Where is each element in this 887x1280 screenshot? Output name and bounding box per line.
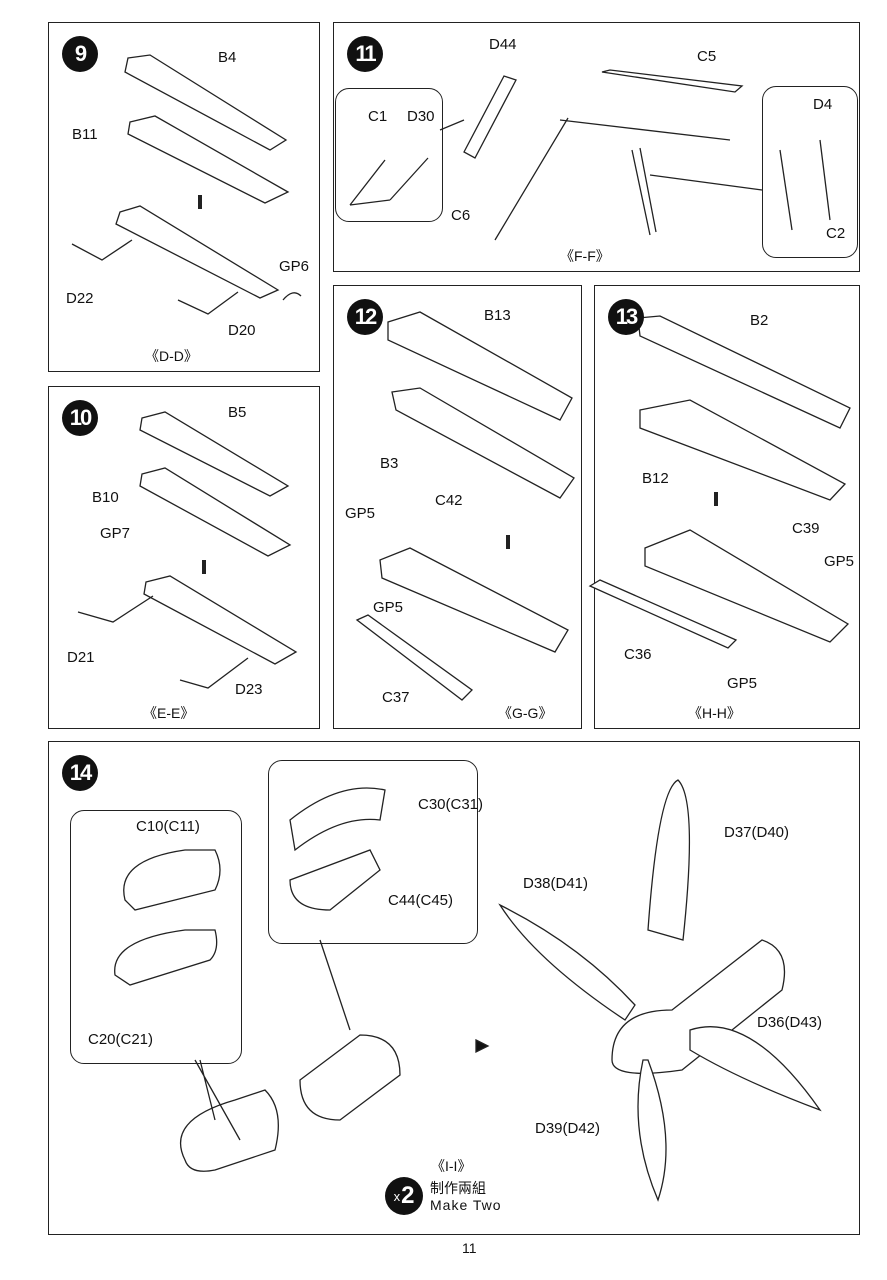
part-label: GP5: [824, 553, 855, 570]
make-two-zh: 制作兩組: [430, 1180, 486, 1196]
step-caption: 《F-F》: [560, 248, 610, 264]
part-c5: [601, 69, 744, 93]
part-label: D37(D40): [724, 824, 790, 841]
part-label: D44: [489, 36, 517, 53]
part-spinner: [611, 939, 786, 1074]
step-caption: 《D-D》: [145, 348, 198, 364]
part-label: GP5: [727, 675, 758, 692]
step-caption: 《I-I》: [431, 1158, 472, 1174]
part-label: C5: [697, 48, 717, 65]
page-number: 11: [462, 1240, 477, 1256]
part-blade-d36: [689, 1026, 822, 1112]
part-label: D4: [813, 96, 833, 113]
part-b3: [391, 387, 575, 499]
part-label: GP6: [279, 258, 310, 275]
part-blade-d39: [637, 1059, 667, 1202]
part-label: C2: [826, 225, 846, 242]
part-wing-12: [379, 547, 569, 653]
part-nacelle: [299, 1034, 401, 1121]
part-label: C10(C11): [136, 818, 200, 835]
step-caption: 《G-G》: [498, 705, 553, 721]
part-label: B11: [72, 126, 98, 143]
step-caption: 《H-H》: [688, 705, 741, 721]
part-c37: [355, 614, 473, 701]
part-label: D38(D41): [523, 875, 589, 892]
part-c10-nose: [123, 849, 221, 911]
part-label: C1: [368, 108, 388, 125]
part-nose-assembled: [180, 1089, 279, 1172]
part-label: D21: [67, 649, 95, 666]
part-label: C30(C31): [418, 796, 484, 813]
part-label: C44(C45): [388, 892, 454, 909]
part-c20-lower: [114, 929, 218, 986]
part-blade-d37: [647, 779, 691, 941]
step-number-11: 11: [347, 36, 383, 72]
step-number-14: 14: [62, 755, 98, 791]
part-label: GP5: [373, 599, 404, 616]
part-c36: [588, 579, 738, 649]
part-wing-lower: [115, 205, 280, 299]
part-b4-wing: [124, 54, 288, 151]
quantity-count: 2: [401, 1182, 415, 1209]
step-number-9: 9: [62, 36, 98, 72]
part-label: GP5: [345, 505, 376, 522]
part-label: C39: [792, 520, 820, 537]
part-b12: [639, 399, 847, 501]
part-label: D30: [407, 108, 435, 125]
part-label: D22: [66, 290, 94, 307]
part-wing-lower-10: [143, 575, 298, 665]
step-number-12: 12: [347, 299, 383, 335]
part-b2: [637, 315, 851, 429]
part-blade-d38: [498, 903, 636, 1021]
part-label: GP7: [100, 525, 131, 542]
make-two-en: Make Two: [430, 1197, 502, 1213]
part-label: C42: [435, 492, 463, 509]
part-label: D39(D42): [535, 1120, 601, 1137]
part-label: B10: [92, 489, 119, 506]
step-number-10: 10: [62, 400, 98, 436]
part-label: C37: [382, 689, 410, 706]
step-11-inset-right: [762, 86, 858, 258]
step-number-13: 13: [608, 299, 644, 335]
part-label: C20(C21): [88, 1031, 154, 1048]
step-caption: 《E-E》: [143, 705, 195, 721]
part-c44-lower: [289, 849, 381, 911]
part-label: D36(D43): [757, 1014, 823, 1031]
part-label: D20: [228, 322, 256, 339]
part-label: B2: [750, 312, 769, 329]
part-b11-wing: [127, 115, 290, 204]
part-label: B12: [642, 470, 669, 487]
part-label: B13: [484, 307, 511, 324]
part-b10: [139, 467, 292, 557]
part-label: B4: [218, 49, 237, 66]
part-c30-upper: [289, 787, 386, 852]
part-d44: [463, 75, 517, 159]
part-b5: [139, 411, 290, 497]
part-wing-13: [644, 529, 850, 643]
part-label: B3: [380, 455, 399, 472]
part-c6: [494, 117, 731, 241]
part-label: C6: [451, 207, 471, 224]
part-b13: [387, 311, 573, 421]
part-label: C36: [624, 646, 652, 663]
part-label: D23: [235, 681, 263, 698]
step-11-inset-left: [335, 88, 443, 222]
quantity-prefix: x: [393, 1188, 401, 1204]
part-label: B5: [228, 404, 247, 421]
